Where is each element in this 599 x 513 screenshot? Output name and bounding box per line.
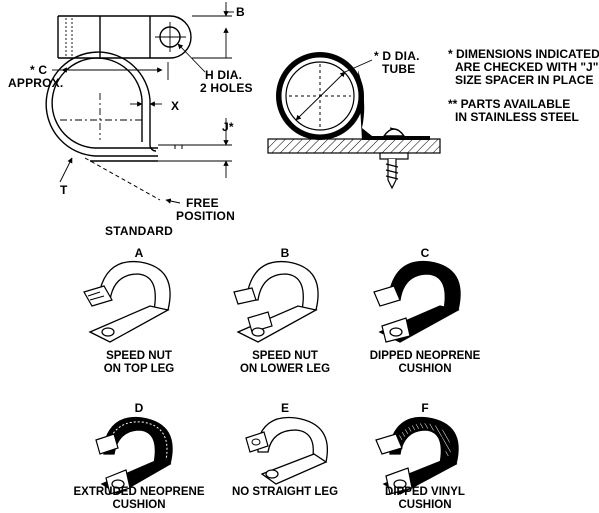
label-free-2: POSITION <box>176 209 235 223</box>
note-2-line-1: ** PARTS AVAILABLE <box>448 97 570 111</box>
dimension-x: X <box>130 99 179 113</box>
mounted-view: * D DIA. TUBE <box>267 49 441 190</box>
note-2-line-2: IN STAINLESS STEEL <box>455 110 579 124</box>
variant-b-caption-2: ON LOWER LEG <box>240 363 330 375</box>
dimension-b: B <box>192 2 245 59</box>
variant-d: D EXTRUDED NEOPRENE CUSHION <box>74 401 205 511</box>
variant-b-caption-1: SPEED NUT <box>252 350 318 362</box>
variant-c-caption-1: DIPPED NEOPRENE <box>370 350 481 362</box>
variant-e-caption-1: NO STRAIGHT LEG <box>232 486 338 498</box>
label-h-2: 2 HOLES <box>200 81 253 95</box>
variant-c-caption-2: CUSHION <box>398 363 451 375</box>
label-h-1: H DIA. <box>205 68 242 82</box>
variant-a-caption-1: SPEED NUT <box>106 350 172 362</box>
variant-d-caption-1: EXTRUDED NEOPRENE <box>74 486 205 498</box>
note-1-line-2: ARE CHECKED WITH "J" <box>455 60 598 74</box>
label-t: T <box>60 183 68 197</box>
label-j: J* <box>222 120 234 134</box>
dimension-c: * C APPROX. <box>8 62 169 90</box>
note-1-line-3: SIZE SPACER IN PLACE <box>455 73 593 87</box>
dimension-j: J* <box>190 118 234 178</box>
variant-f: F DIPPED VINYL CUSHION <box>375 401 465 511</box>
variant-b: B SPEED NUT ON LOWER LEG <box>233 246 330 375</box>
dimension-h: H DIA. 2 HOLES <box>177 43 253 95</box>
dimension-t: T <box>59 157 73 197</box>
variant-d-caption-2: CUSHION <box>112 499 165 511</box>
label-d-2: TUBE <box>382 62 415 76</box>
label-standard: STANDARD <box>105 224 173 238</box>
variant-f-caption-2: CUSHION <box>398 499 451 511</box>
label-x: X <box>171 99 179 113</box>
variant-a-caption-2: ON TOP LEG <box>104 363 175 375</box>
note-1-line-1: * DIMENSIONS INDICATED <box>448 47 599 61</box>
label-free-1: FREE <box>186 196 219 210</box>
side-view-clamp <box>45 51 190 201</box>
variant-e: E NO STRAIGHT LEG <box>232 401 338 498</box>
variant-f-caption-1: DIPPED VINYL <box>385 486 465 498</box>
notes: * DIMENSIONS INDICATED ARE CHECKED WITH … <box>448 47 599 124</box>
top-view-strap <box>57 15 192 59</box>
variant-e-letter: E <box>281 401 289 415</box>
variant-a-letter: A <box>135 246 144 260</box>
variant-f-letter: F <box>421 401 428 415</box>
label-c-1: * C <box>30 63 47 77</box>
variant-c: C DIPPED NEOPRENE CUSHION <box>370 246 481 375</box>
variant-c-letter: C <box>421 246 430 260</box>
label-b: B <box>236 5 245 19</box>
free-position-label: FREE POSITION <box>165 196 235 223</box>
variant-b-letter: B <box>281 246 290 260</box>
variant-a: A SPEED NUT ON TOP LEG <box>83 246 175 375</box>
label-d-1: * D DIA. <box>374 49 420 63</box>
variant-d-letter: D <box>135 401 144 415</box>
